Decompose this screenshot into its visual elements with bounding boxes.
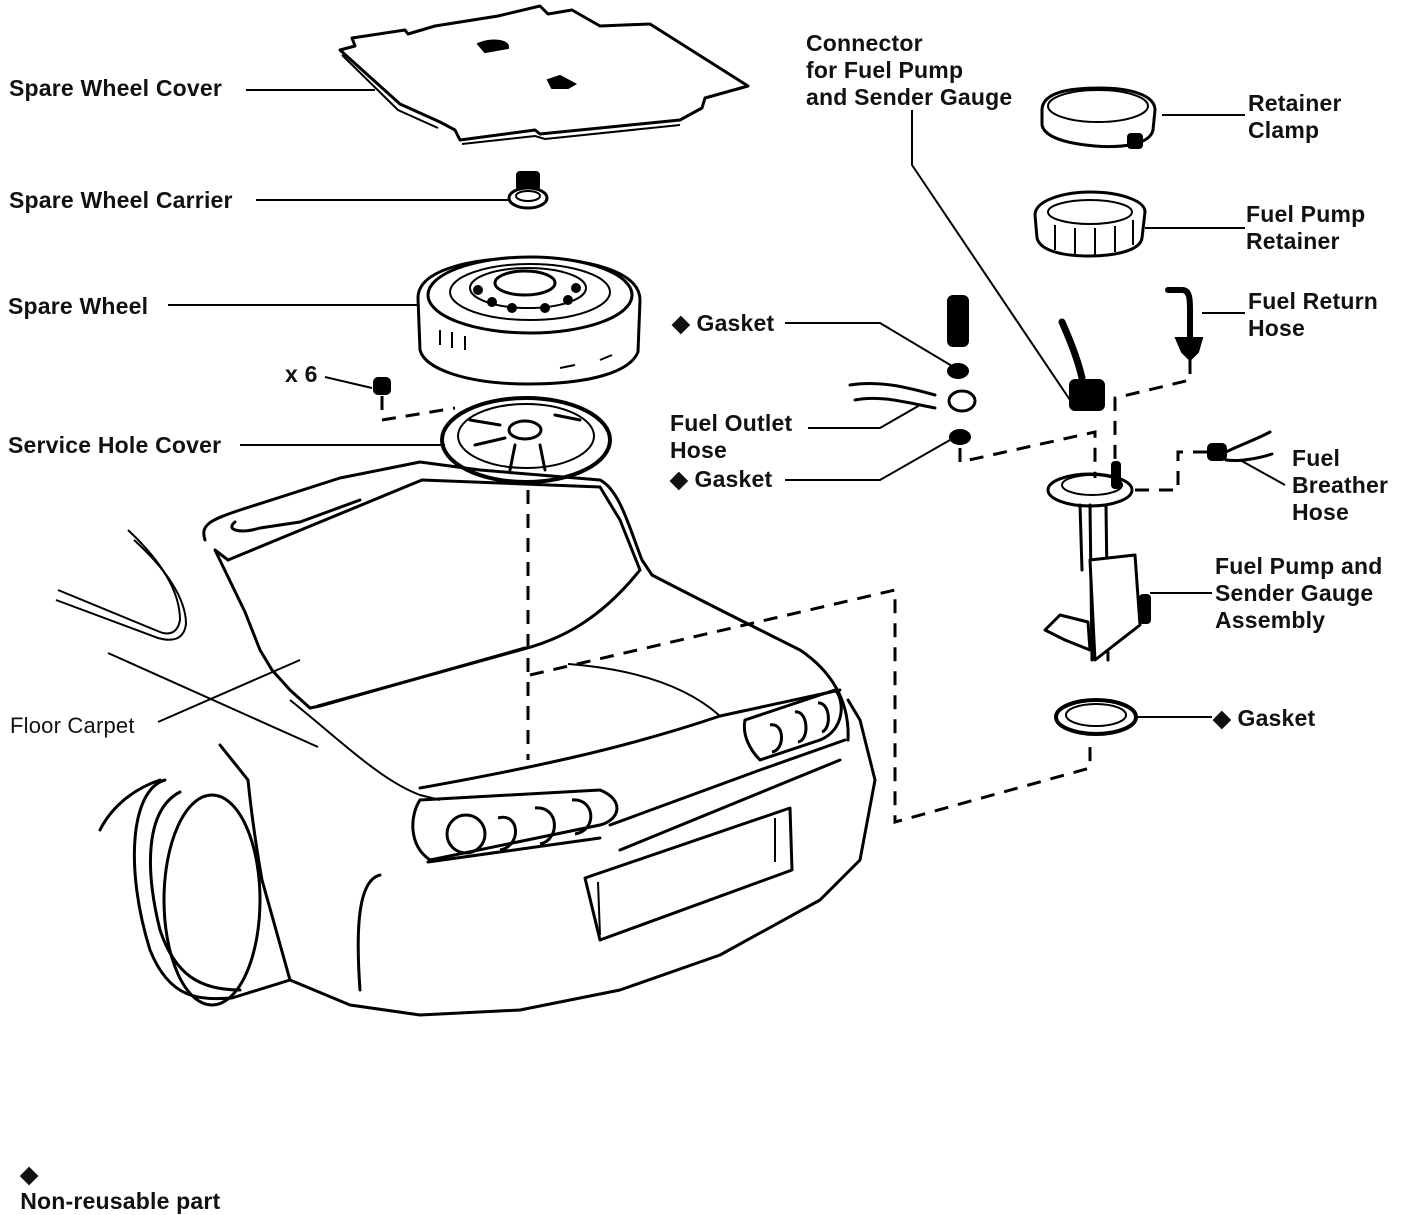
label-spare-wheel-carrier: Spare Wheel Carrier <box>9 187 233 213</box>
legend: ◆ Non-reusable part <box>7 1134 220 1215</box>
label-connector: Connector for Fuel Pump and Sender Gauge <box>806 30 1013 110</box>
label-retainer-clamp: Retainer Clamp <box>1248 90 1342 143</box>
label-fuel-pump-retainer: Fuel Pump Retainer <box>1246 201 1366 254</box>
non-reusable-diamond-icon: ◆ <box>20 1161 39 1187</box>
fuel-return-hose-part <box>1165 287 1204 362</box>
label-spare-wheel: Spare Wheel <box>8 293 149 319</box>
fuel-pump-assembly-part <box>1043 461 1151 662</box>
parts-diagram <box>55 4 1286 1017</box>
label-service-hole-cover: Service Hole Cover <box>8 432 222 458</box>
service-hole-cover-part <box>440 396 612 484</box>
spare-wheel-carrier-part <box>507 171 549 210</box>
label-gasket-lower: ◆ Gasket <box>670 466 773 492</box>
label-fuel-return-hose: Fuel Return Hose <box>1248 288 1378 341</box>
connector-part <box>1058 318 1105 411</box>
label-gasket-upper: ◆ Gasket <box>672 310 775 336</box>
leader-lines <box>157 89 1286 723</box>
label-fuel-pump-assembly: Fuel Pump and Sender Gauge Assembly <box>1215 553 1383 633</box>
pump-gasket-part <box>1054 698 1138 736</box>
fuel-breather-hose-part <box>1207 430 1274 462</box>
label-fuel-outlet-hose: Fuel Outlet Hose <box>670 410 793 463</box>
spare-wheel-part <box>416 255 642 386</box>
assembly-guide-lines <box>380 360 1208 824</box>
label-gasket-pump: ◆ Gasket <box>1213 705 1316 731</box>
label-spare-wheel-cover: Spare Wheel Cover <box>9 75 223 101</box>
fuel-outlet-assembly <box>848 295 977 445</box>
retainer-clamp-part <box>1040 86 1157 149</box>
label-fuel-breather-hose: Fuel Breather Hose <box>1292 445 1389 525</box>
fuel-pump-retainer-part <box>1033 190 1147 258</box>
nut-part <box>373 377 391 395</box>
label-nut-count: x 6 <box>285 361 318 387</box>
label-floor-carpet: Floor Carpet <box>10 713 135 738</box>
spare-wheel-cover-part <box>338 4 750 145</box>
legend-text: Non-reusable part <box>20 1188 221 1214</box>
car-body <box>55 460 877 1017</box>
